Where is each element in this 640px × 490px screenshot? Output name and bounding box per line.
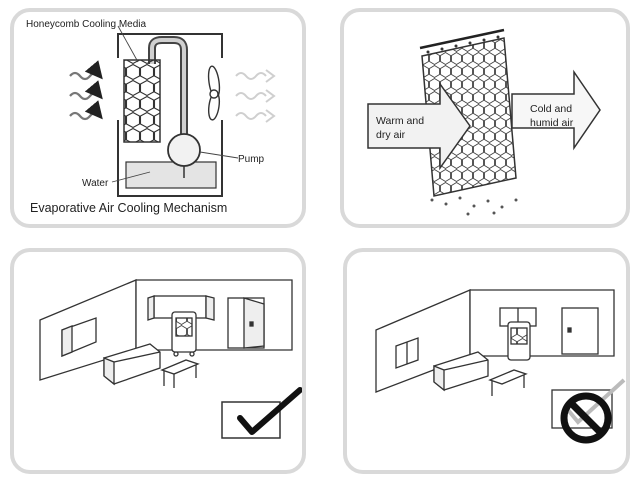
air-cooler-unit: [171, 311, 197, 357]
panel-mechanism-frame: [10, 8, 306, 228]
pump-label: Pump: [238, 154, 265, 165]
fan-icon: [207, 65, 221, 121]
door-closed: [561, 307, 599, 355]
closed-window-left: [395, 337, 419, 369]
panel-room-correct-frame: [10, 248, 306, 474]
cooler-housing: [117, 33, 223, 197]
room-correct-panel: [39, 279, 293, 388]
room-wrong-panel: [375, 289, 615, 396]
coffee-table: [160, 359, 200, 388]
warm-air-arrow: [367, 81, 471, 171]
water-tank: [125, 161, 217, 189]
water-label: Water: [82, 178, 109, 189]
sofa: [103, 343, 161, 386]
warm-air-label-2: dry air: [376, 129, 406, 141]
panel-room-wrong-frame: [343, 248, 630, 474]
panel-airflow-frame: [340, 8, 630, 228]
check-icon: [221, 387, 303, 439]
prohibited-icon: [551, 378, 626, 444]
honeycomb-cooling-media: [123, 59, 161, 143]
cold-air-label-1: Cold and: [530, 103, 572, 115]
incoming-air-arrows: [69, 60, 103, 121]
sofa-2: [433, 351, 489, 392]
outgoing-air-arrows: [235, 69, 276, 123]
airflow-panel: Warm and dry air Cold and humid air: [367, 28, 601, 216]
coffee-table-2: [488, 369, 528, 396]
media-label: Honeycomb Cooling Media: [26, 19, 147, 30]
open-window-left: [61, 317, 97, 357]
cold-air-label-2: humid air: [530, 117, 574, 129]
mechanism-title: Evaporative Air Cooling Mechanism: [30, 201, 227, 215]
door-open: [227, 297, 265, 349]
cold-air-arrow: [511, 69, 601, 151]
air-cooler-unit-2: [507, 321, 531, 361]
mechanism-panel: Honeycomb Cooling Media Pump Water Evapo…: [26, 19, 276, 215]
water-drips-top: [426, 35, 500, 54]
warm-air-label-1: Warm and: [376, 115, 424, 127]
water-drips-bottom: [430, 196, 518, 216]
